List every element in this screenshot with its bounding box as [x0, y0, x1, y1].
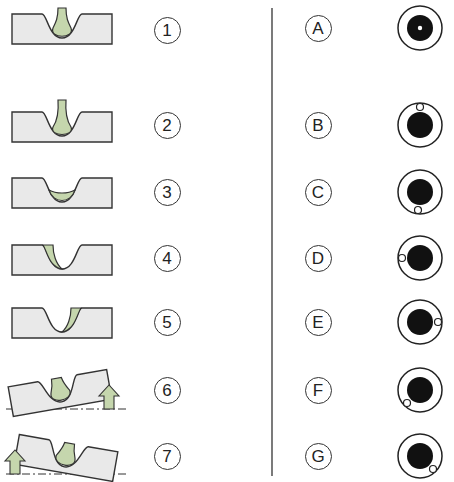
- callout-label: 7: [162, 448, 171, 465]
- callout-label: C: [312, 184, 324, 201]
- tilted-block: [5, 435, 126, 482]
- circled-index: D: [305, 245, 332, 272]
- circled-index: 4: [154, 245, 181, 272]
- circled-index: 6: [154, 377, 181, 404]
- circled-index: 5: [154, 309, 181, 336]
- circled-index: G: [305, 443, 332, 470]
- tilted-block: [6, 370, 126, 417]
- circled-index: B: [305, 112, 332, 139]
- callout-label: 5: [162, 314, 171, 331]
- callout-label: 6: [162, 382, 171, 399]
- callout-label: 4: [162, 250, 171, 267]
- callout-label: 1: [162, 22, 171, 39]
- circled-index: 7: [154, 443, 181, 470]
- circled-index: A: [305, 15, 332, 42]
- callout-label: A: [312, 20, 323, 37]
- circled-index: E: [305, 309, 332, 336]
- groove-block: [12, 178, 112, 208]
- groove-block: [12, 8, 112, 44]
- lift-arrow: [5, 450, 25, 474]
- bubble-target: [398, 368, 442, 412]
- circled-index: 2: [154, 112, 181, 139]
- separator-line: [271, 8, 272, 476]
- groove-block: [12, 245, 112, 275]
- bubble-target: [398, 434, 442, 478]
- callout-label: 3: [162, 184, 171, 201]
- lift-arrow: [99, 385, 119, 409]
- circled-index: C: [305, 179, 332, 206]
- groove-block: [12, 308, 112, 338]
- callout-label: 2: [162, 117, 171, 134]
- callout-label: D: [312, 250, 324, 267]
- bubble-target: [398, 103, 442, 147]
- callout-label: F: [313, 382, 323, 399]
- callout-label: G: [311, 448, 324, 465]
- bubble-target: [398, 6, 442, 50]
- circled-index: F: [305, 377, 332, 404]
- callout-label: E: [312, 314, 323, 331]
- circled-index: 3: [154, 179, 181, 206]
- circled-index: 1: [154, 17, 181, 44]
- callout-label: B: [312, 117, 323, 134]
- bubble-target: [398, 170, 442, 214]
- bubble-target: [398, 236, 442, 280]
- bubble-target: [398, 300, 442, 344]
- groove-block: [12, 100, 112, 142]
